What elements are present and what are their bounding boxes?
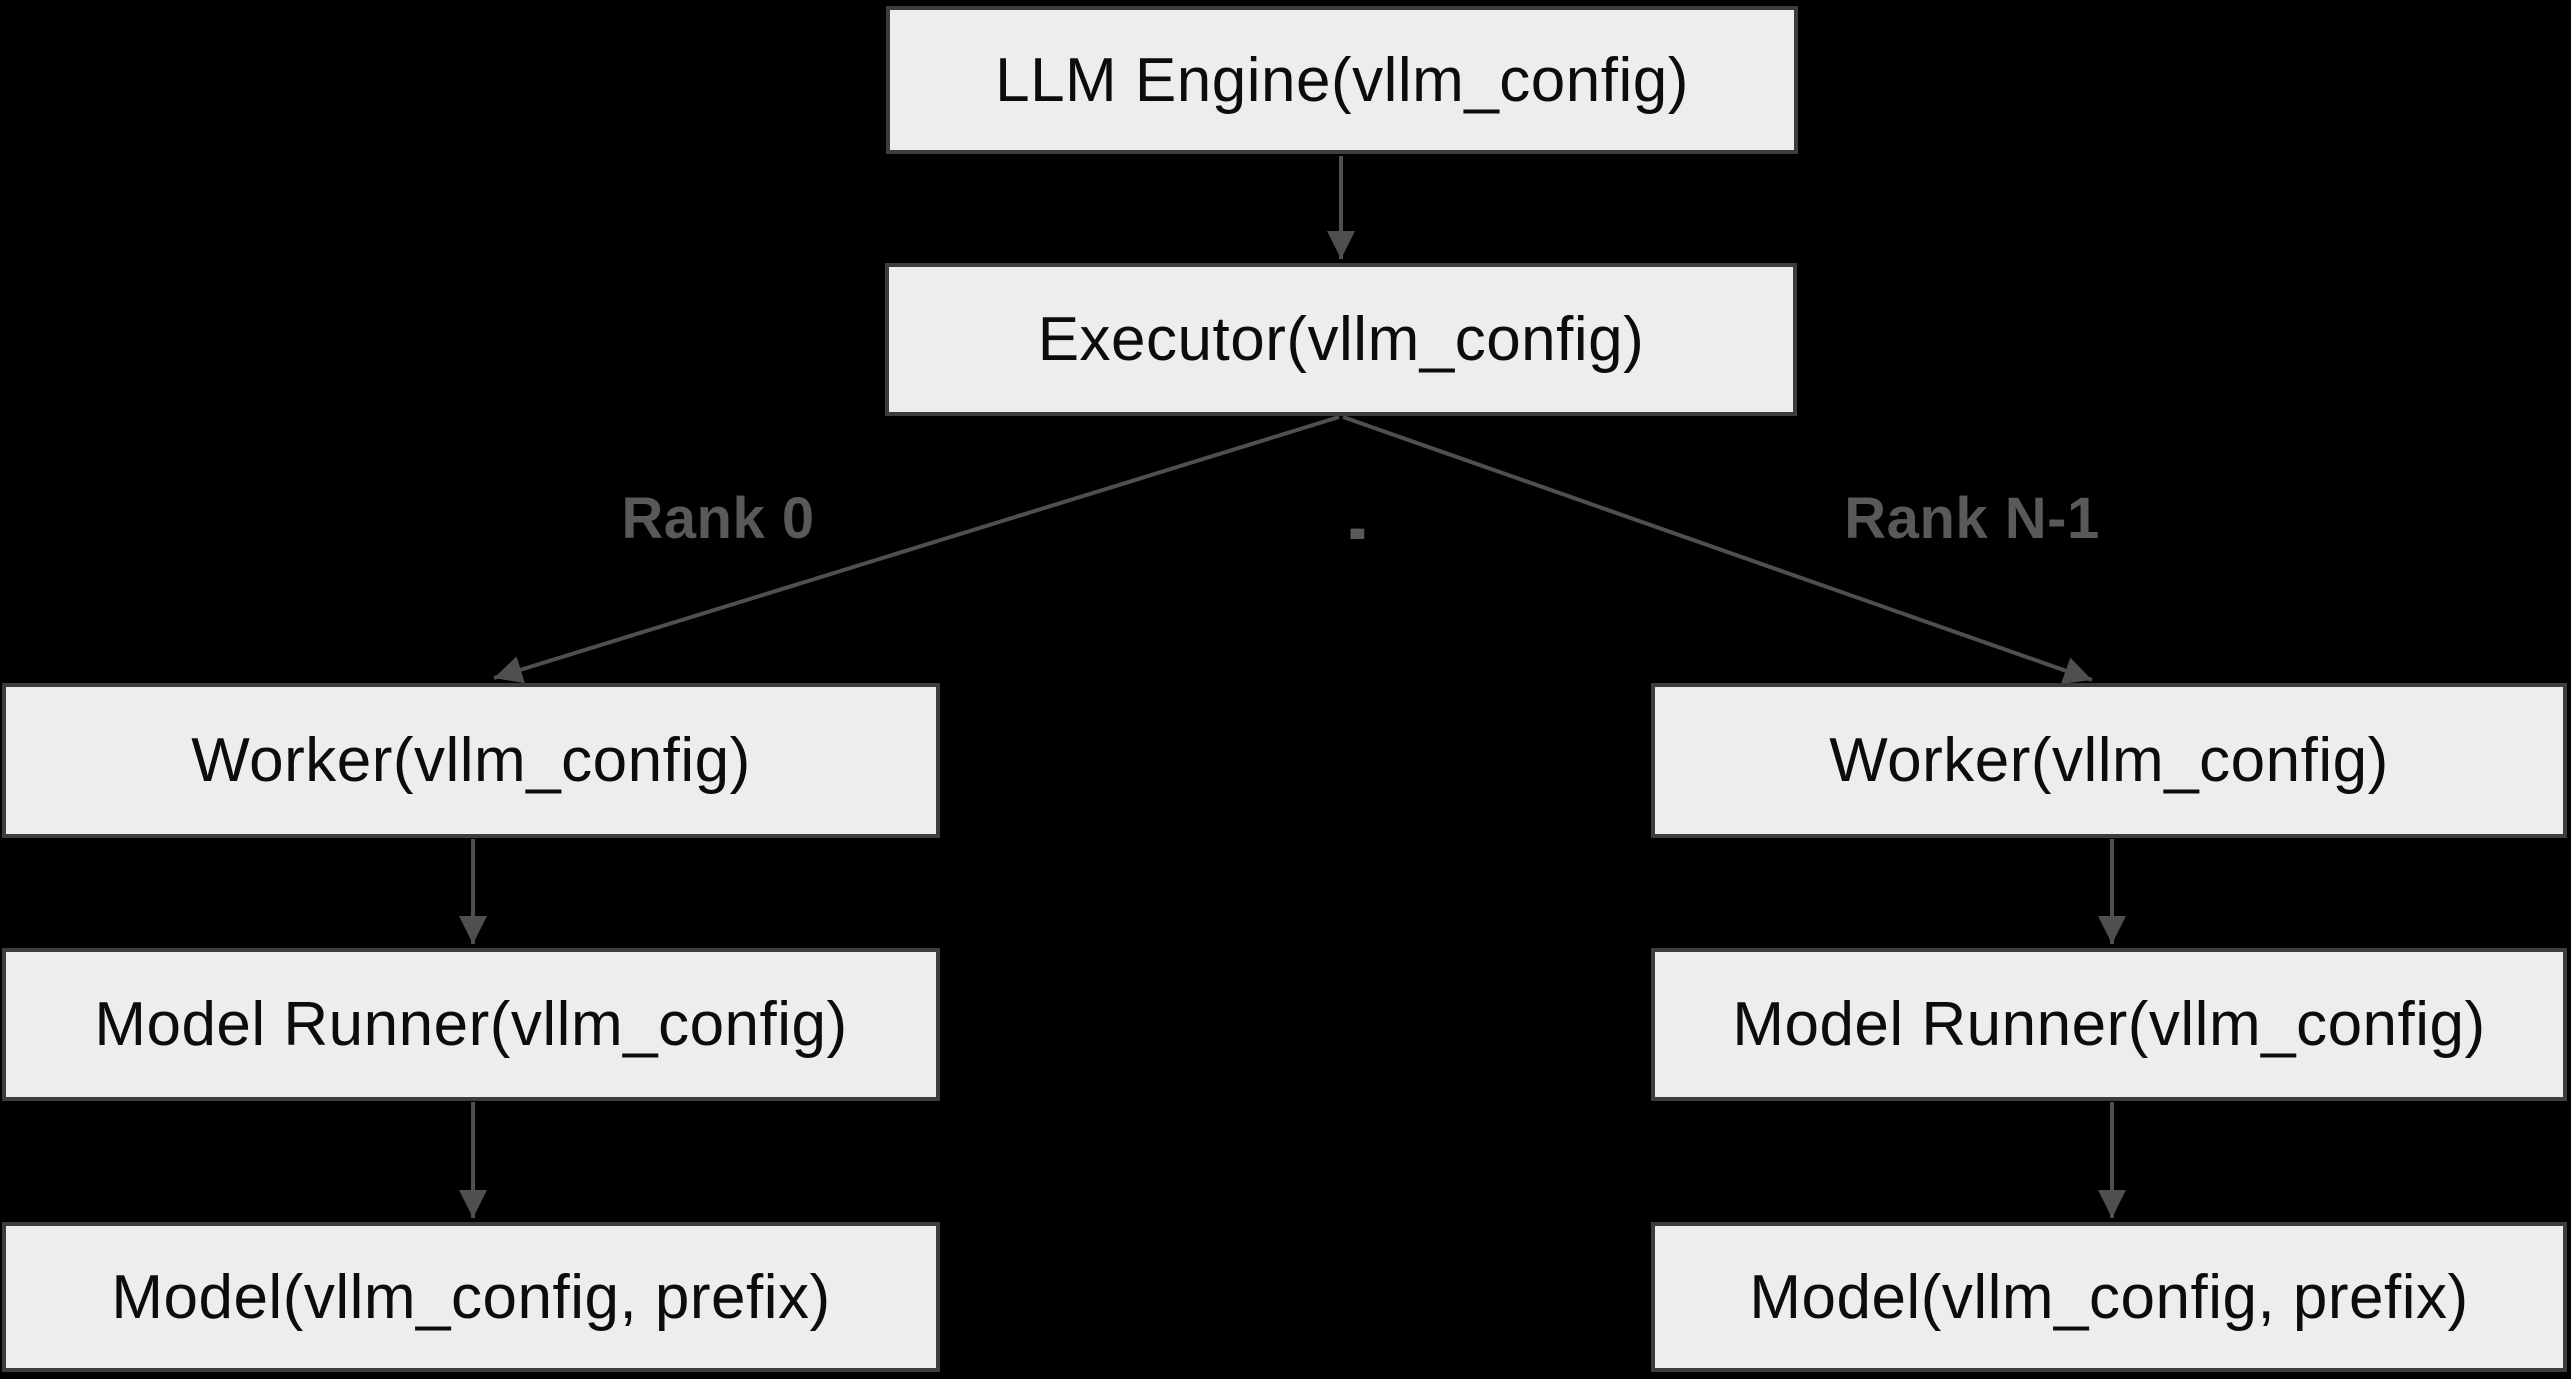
- node-model-rankN: Model(vllm_config, prefix): [1651, 1222, 2567, 1372]
- node-model-runner-rankN: Model Runner(vllm_config): [1651, 948, 2567, 1101]
- node-executor: Executor(vllm_config): [885, 263, 1797, 416]
- node-llm-engine: LLM Engine(vllm_config): [886, 6, 1798, 154]
- node-model-runner-rank0: Model Runner(vllm_config): [2, 948, 940, 1101]
- edge-label-ellipsis: ...: [1344, 489, 1370, 552]
- edge-label-rank-0: Rank 0: [621, 485, 815, 551]
- node-model-rank0: Model(vllm_config, prefix): [2, 1222, 940, 1372]
- edge-label-rank-n-1: Rank N-1: [1844, 485, 2100, 551]
- edge-executor-to-worker-rankN: [1342, 415, 2093, 684]
- node-worker-rank0: Worker(vllm_config): [2, 683, 940, 838]
- edge-executor-to-worker-rank0: [493, 415, 1340, 684]
- node-worker-rankN: Worker(vllm_config): [1651, 683, 2567, 838]
